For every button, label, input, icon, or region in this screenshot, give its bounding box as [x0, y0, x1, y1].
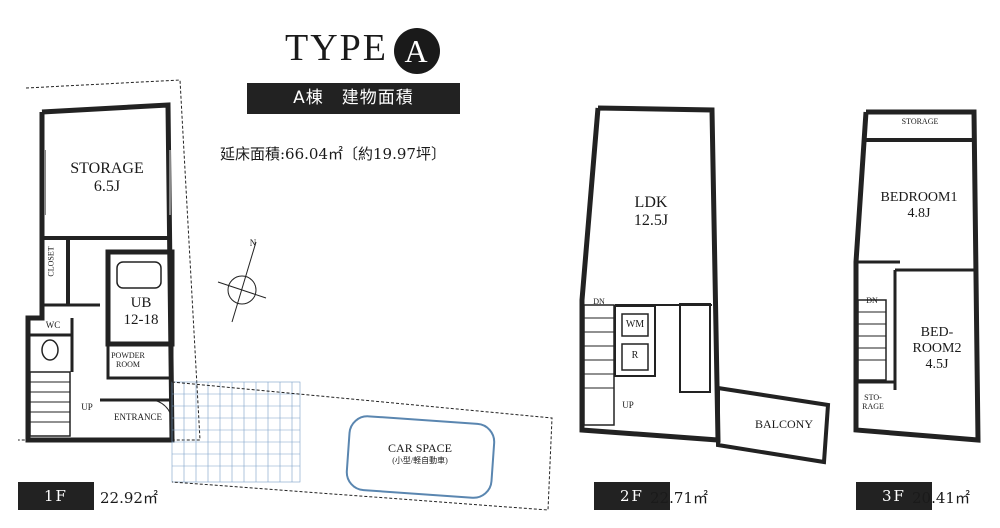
- 2f-outer-wall: [579, 105, 721, 443]
- room-name-2: ROOM2: [912, 341, 962, 357]
- car-space-label: CAR SPACE (小型/軽自動車): [360, 441, 480, 465]
- 2f-dn-label: DN: [593, 297, 605, 306]
- car-space-boundary: [171, 381, 553, 511]
- building-label: A棟 建物面積: [247, 83, 460, 114]
- room-size: 4.8J: [907, 206, 931, 222]
- 3f-badge: 3F: [856, 482, 932, 510]
- room-name-2: RAGE: [862, 402, 884, 412]
- closet-label: CLOSET: [46, 246, 56, 277]
- balcony-label: BALCONY: [754, 417, 813, 431]
- room-name: BEDROOM1: [880, 190, 958, 205]
- wm-label: WM: [625, 319, 645, 330]
- 2f-area: 22.71㎡: [650, 489, 708, 507]
- room-size: 12.5J: [633, 212, 669, 230]
- room-name: BED-: [920, 325, 954, 340]
- fridge-label: R: [631, 350, 639, 361]
- 1f-storage-label: STORAGE 6.5J: [62, 160, 152, 197]
- 2f-badge: 2F: [594, 482, 670, 510]
- car-icon: [345, 415, 496, 499]
- 3f-outer-wall: [853, 109, 981, 443]
- entrance-label: ENTRANCE: [114, 412, 162, 422]
- 1f-badge: 1F: [18, 482, 94, 510]
- title-type: TYPE: [285, 27, 388, 69]
- powder-room-label: POWDER ROOM: [108, 351, 148, 369]
- 3f-storage-top-label: STORAGE: [901, 117, 939, 126]
- room-name: UB: [130, 295, 152, 311]
- type-letter-badge: A: [394, 28, 440, 75]
- room-name-2: ROOM: [115, 360, 140, 370]
- compass-north-label: N: [249, 238, 257, 248]
- ldk-label: LDK 12.5J: [616, 194, 686, 231]
- 1f-outer-wall: [25, 102, 175, 443]
- room-name: STORAGE: [70, 160, 144, 177]
- 1f-area: 22.92㎡: [100, 489, 158, 507]
- car-space-note: (小型/軽自動車): [392, 455, 448, 465]
- wc-label: WC: [45, 320, 61, 330]
- room-size: 12-18: [123, 312, 159, 329]
- balcony-outline: [716, 385, 831, 465]
- 1f-up-label: UP: [81, 402, 93, 412]
- room-size: 4.5J: [925, 357, 949, 373]
- car-space-title: CAR SPACE: [388, 441, 452, 455]
- 2f-up-label: UP: [622, 400, 634, 410]
- 3f-dn-label: DN: [866, 296, 878, 305]
- 3f-area: 20.41㎡: [912, 489, 970, 507]
- room-name: LDK: [634, 194, 668, 211]
- room-size: 6.5J: [93, 178, 121, 196]
- bedroom1-label: BEDROOM1 4.8J: [872, 190, 966, 222]
- bedroom2-label: BED- ROOM2 4.5J: [902, 325, 972, 373]
- 3f-storage-small-label: STO- RAGE: [858, 393, 888, 411]
- total-floor-area: 延床面積:66.04㎡〔約19.97坪〕: [220, 145, 446, 163]
- room-name: STO-: [864, 393, 882, 402]
- ub-label: UB 12-18: [110, 295, 172, 330]
- parking-tiles: [171, 381, 301, 483]
- compass-icon: [217, 241, 267, 323]
- room-name: POWDER: [111, 351, 145, 360]
